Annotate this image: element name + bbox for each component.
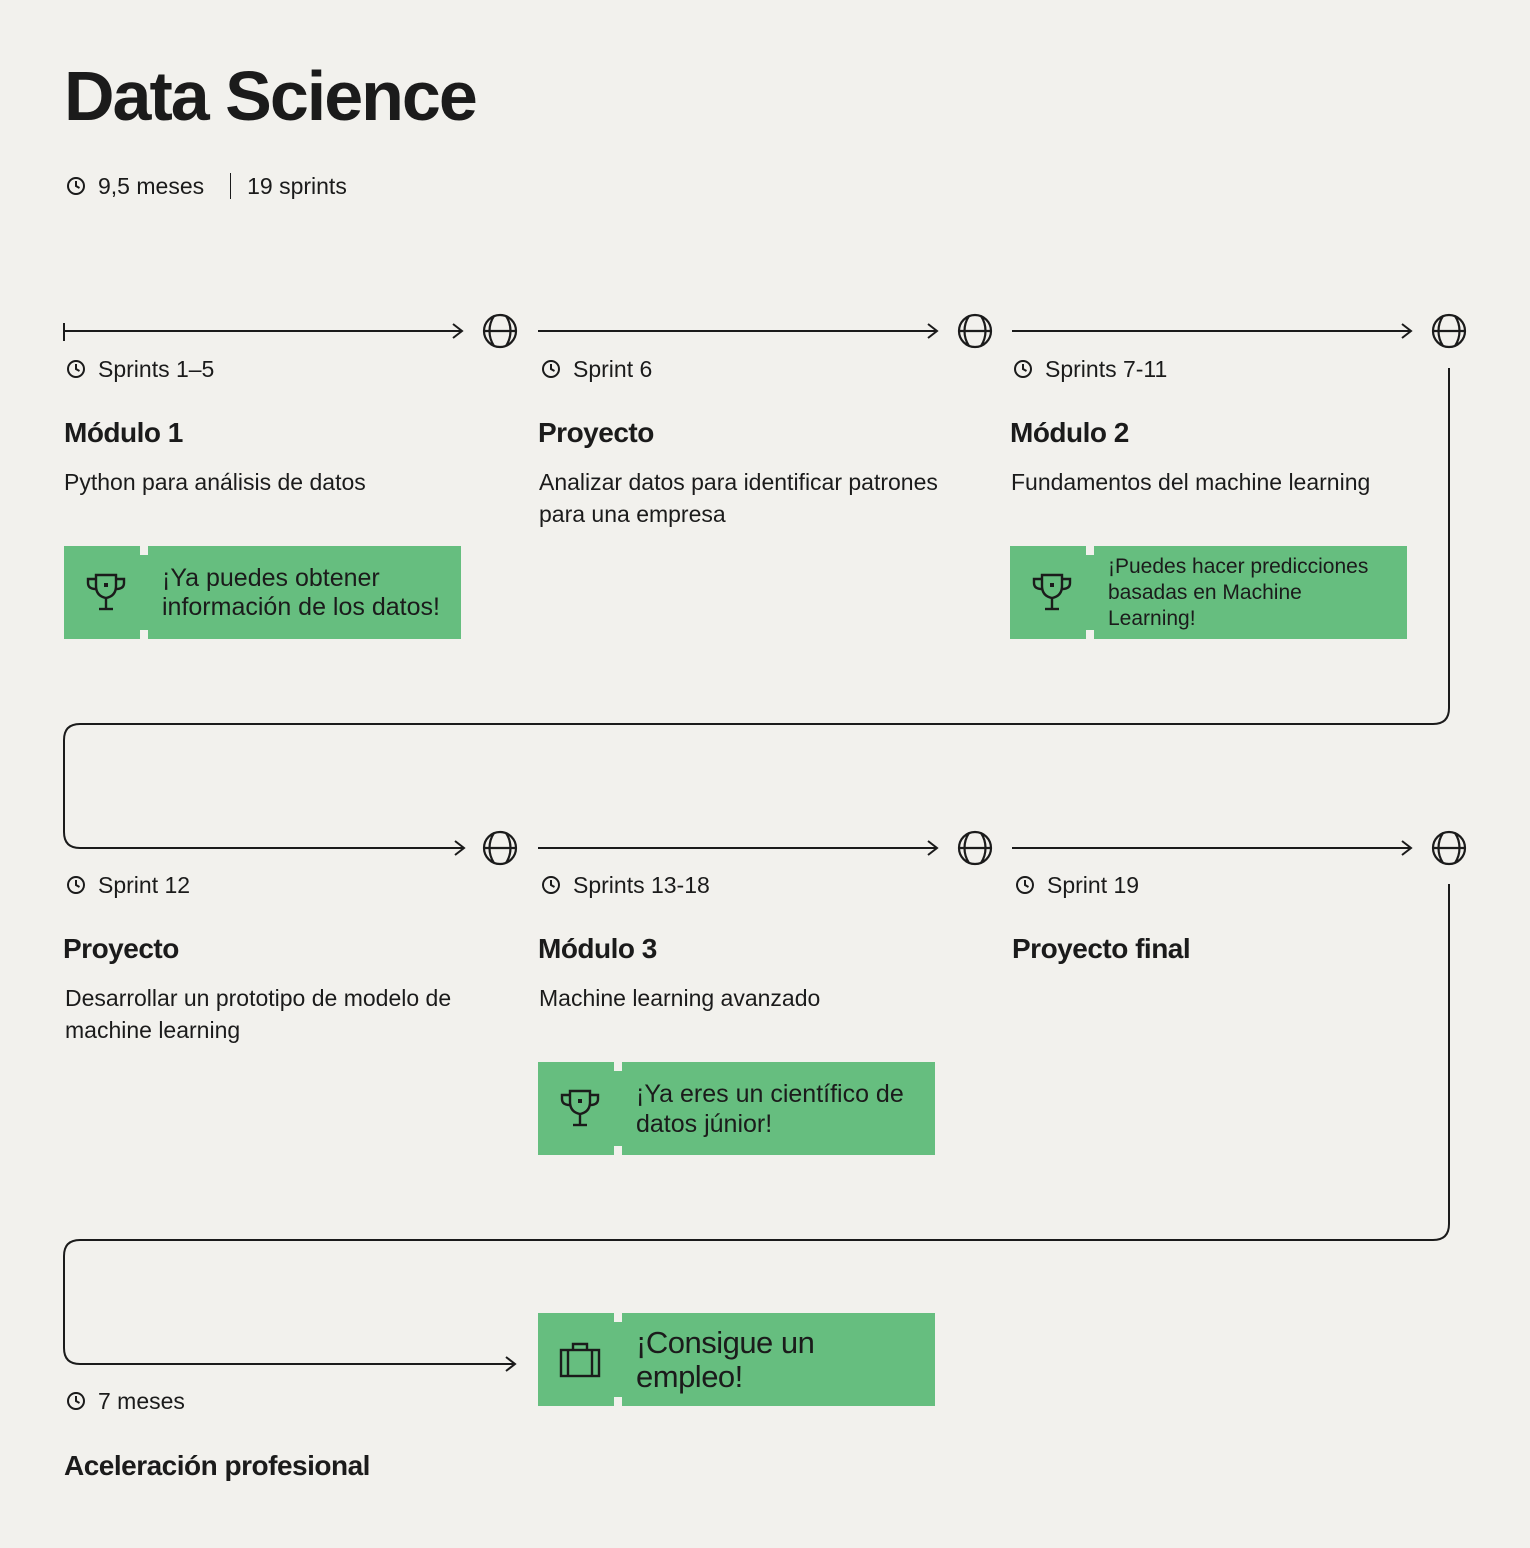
step-time-label: Sprints 7-11 (1045, 356, 1168, 382)
step-description: Fundamentos del machine learning (1011, 469, 1371, 495)
step-heading: Proyecto final (1012, 933, 1191, 964)
ball-icon (482, 313, 518, 349)
career-time: 7 meses (66, 1387, 185, 1415)
wrap-connector (63, 884, 1450, 1365)
step-time: Sprint 12 (66, 871, 190, 899)
program-meta: 9,5 meses 19 sprints (66, 172, 347, 200)
meta-divider (230, 173, 232, 199)
ball-icon (482, 830, 518, 866)
step-description: Analizar datos para identificar patrones… (539, 469, 938, 527)
achievement-badge: ¡Puedes hacer predicciones basadas en Ma… (1010, 546, 1407, 639)
step-description: Desarrollar un prototipo de modelo de ma… (65, 985, 452, 1043)
clock-icon (67, 1392, 85, 1410)
arrow-head (927, 323, 939, 339)
arrow-head (1401, 840, 1413, 856)
ball-icon (957, 830, 993, 866)
step-description: Machine learning avanzado (539, 985, 821, 1011)
badge-text: ¡Ya puedes obtener información de los da… (162, 563, 440, 621)
step-time-label: Sprint 6 (573, 356, 653, 382)
step-time: Sprints 7-11 (1013, 355, 1167, 383)
clock-icon (67, 360, 85, 378)
trophy-icon (64, 546, 148, 639)
career-time-label: 7 meses (98, 1388, 185, 1414)
trophy-icon (1010, 546, 1094, 639)
wrap-connector (63, 368, 1450, 849)
step-time-label: Sprint 19 (1047, 872, 1140, 898)
achievement-badge: ¡Ya eres un científico de datos júnior! (538, 1062, 935, 1155)
badge-text: ¡Puedes hacer predicciones basadas en Ma… (1108, 554, 1369, 630)
arrow-head (452, 323, 464, 339)
arrow-head (1401, 323, 1413, 339)
step-heading: Módulo 1 (64, 417, 183, 448)
clock-icon (542, 360, 560, 378)
career-heading: Aceleración profesional (64, 1450, 370, 1481)
ball-icon (957, 313, 993, 349)
ball-icon (1431, 313, 1467, 349)
step-time: Sprint 6 (541, 355, 652, 383)
trophy-icon (538, 1062, 622, 1155)
step-description: Python para análisis de datos (64, 469, 366, 495)
clock-icon (542, 876, 560, 894)
badge-text: ¡Consigue un empleo! (636, 1324, 815, 1394)
arrow-head (505, 1356, 517, 1372)
program-duration: 9,5 meses (98, 173, 205, 199)
step-time: Sprints 13-18 (541, 871, 710, 899)
clock-icon (1016, 876, 1034, 894)
arrow-head (927, 840, 939, 856)
badge-text: ¡Ya eres un científico de datos júnior! (636, 1079, 904, 1138)
clock-icon (67, 177, 85, 195)
step-heading: Proyecto (538, 417, 654, 448)
program-sprints: 19 sprints (247, 173, 347, 199)
page-title: Data Science (64, 57, 478, 135)
clock-icon (1014, 360, 1032, 378)
step-time-label: Sprints 13-18 (573, 872, 710, 898)
step-time-label: Sprint 12 (98, 872, 191, 898)
step-heading: Módulo 2 (1010, 417, 1129, 448)
job-badge: ¡Consigue un empleo! (538, 1313, 935, 1406)
achievement-badge: ¡Ya puedes obtener información de los da… (64, 546, 461, 639)
arrow-head (454, 840, 466, 856)
step-time-label: Sprints 1–5 (98, 356, 215, 382)
clock-icon (67, 876, 85, 894)
step-heading: Módulo 3 (538, 933, 657, 964)
step-time: Sprints 1–5 (66, 355, 214, 383)
step-time: Sprint 19 (1015, 871, 1139, 899)
step-heading: Proyecto (63, 933, 179, 964)
briefcase-icon (538, 1313, 622, 1406)
ball-icon (1431, 830, 1467, 866)
